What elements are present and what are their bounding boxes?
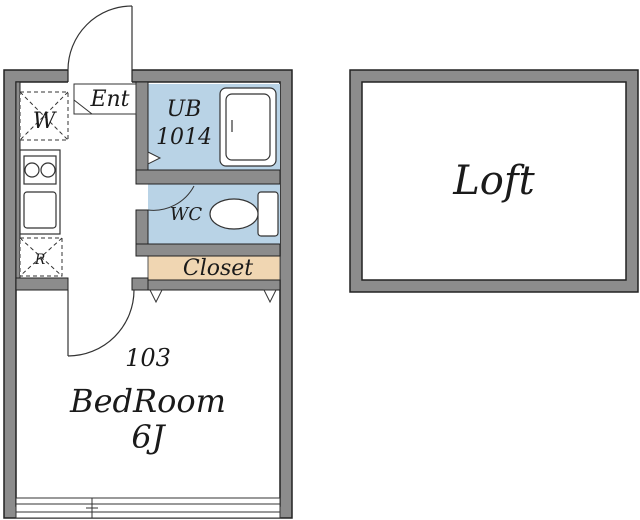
toilet [209, 191, 279, 237]
closet-label: Closet [183, 256, 253, 281]
entrance-door [67, 5, 133, 71]
bedroom-size-label: 6J [131, 418, 166, 456]
bathtub [219, 87, 277, 167]
washer-space [19, 91, 69, 141]
exterior-walls [3, 69, 293, 519]
room-number: 103 [125, 344, 171, 372]
kitchen-counter [19, 149, 61, 235]
closet-door-marker-left [149, 289, 163, 304]
closet-area [147, 255, 281, 281]
refrigerator-label: R [34, 252, 46, 268]
entrance-label: Ent [89, 87, 129, 112]
bedroom-window [15, 497, 281, 519]
refrigerator-space [19, 237, 63, 277]
closet-door-marker-right [263, 289, 277, 304]
entrance-step [73, 83, 137, 115]
bath-label: UB [167, 97, 202, 122]
bedroom-door [67, 289, 135, 357]
stove-burner-right [40, 162, 56, 178]
loft-walls [349, 69, 639, 293]
wc-door-swing [147, 185, 195, 211]
entrance-step-edge [73, 99, 136, 115]
toilet-label: WC [170, 204, 203, 225]
bedroom-label: BedRoom [69, 382, 226, 420]
loft-label: Loft [452, 158, 535, 204]
bath-door-marker [147, 151, 162, 165]
interior-walls [15, 81, 281, 291]
bath-size-label: 1014 [156, 125, 212, 150]
stove-burner-left [24, 162, 40, 178]
washer-label: W [33, 109, 58, 134]
